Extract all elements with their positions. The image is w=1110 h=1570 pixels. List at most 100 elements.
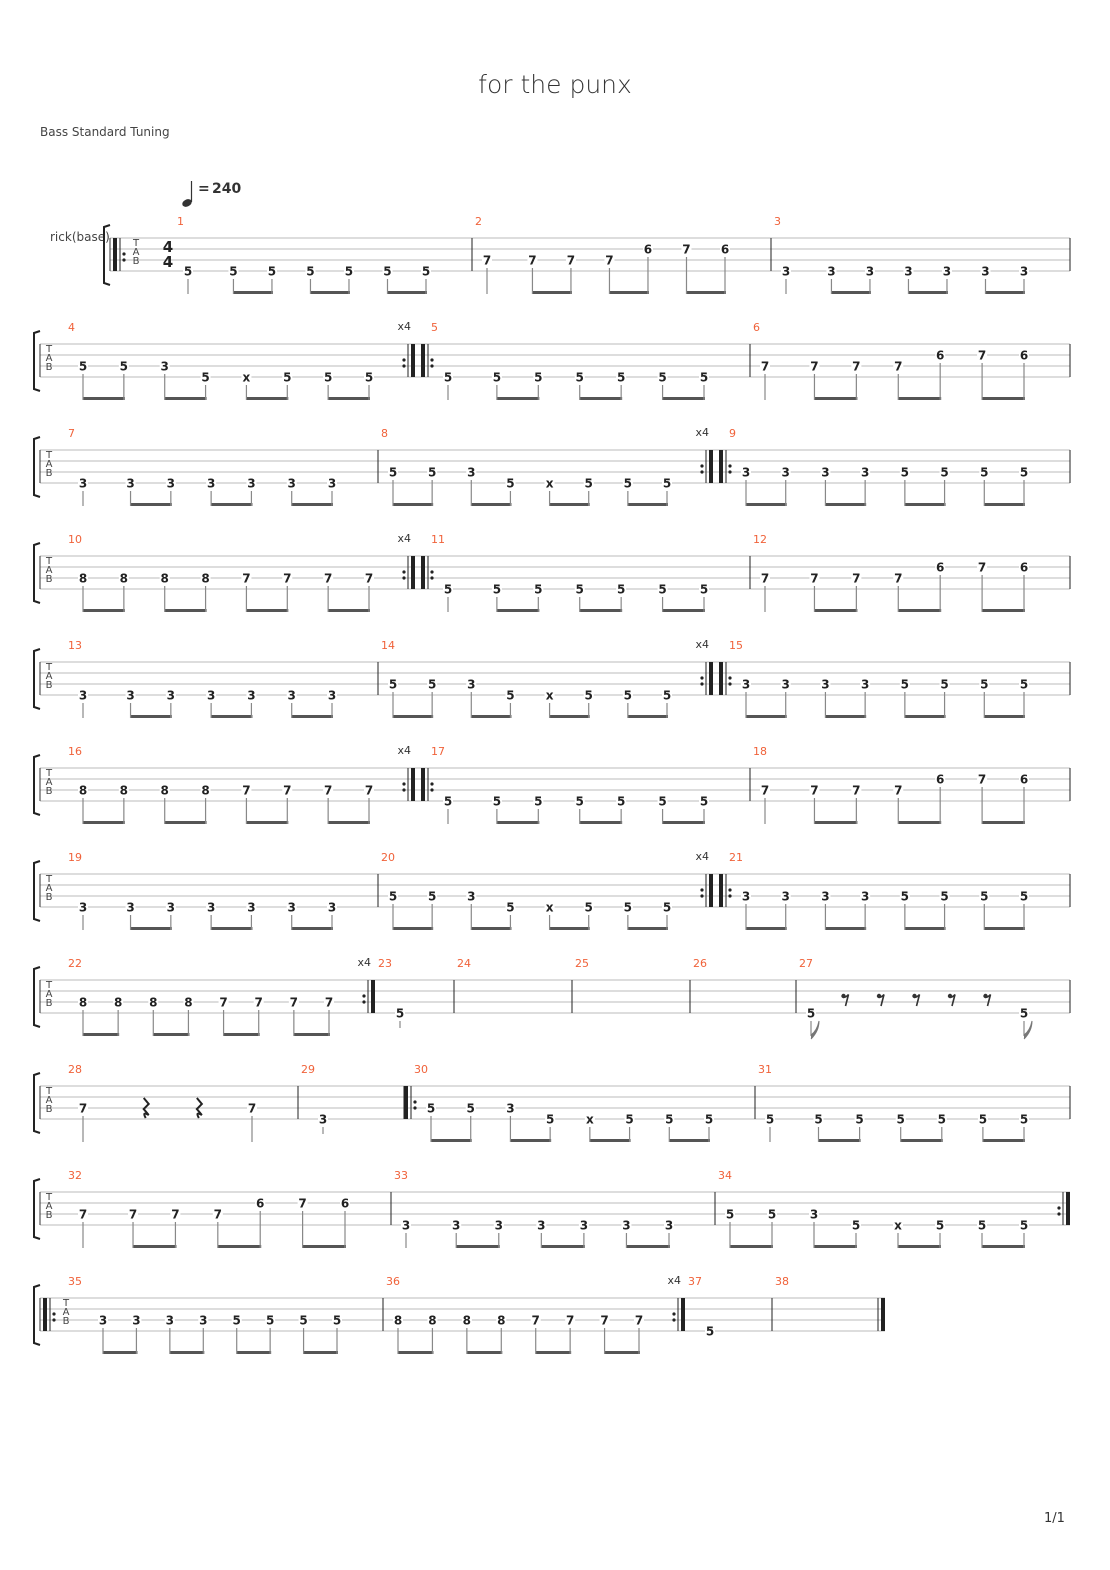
fret-number: 3 (126, 901, 134, 915)
fret-number: 5 (980, 466, 988, 480)
beam (814, 1245, 857, 1248)
beam (164, 821, 207, 824)
fret-number: 6 (721, 243, 729, 257)
fret-number: 5 (940, 466, 948, 480)
fret-mask (388, 890, 398, 901)
beam (541, 1245, 585, 1248)
repeat-start-thick-bar (113, 238, 117, 271)
fret-number: 3 (328, 689, 336, 703)
fret-mask (941, 265, 952, 276)
beam (686, 291, 726, 294)
measure-number: 35 (68, 1275, 82, 1288)
fret-mask (780, 466, 791, 477)
beam (985, 291, 1025, 294)
fret-number: 5 (814, 1113, 822, 1127)
fret-number: 5 (768, 1208, 776, 1222)
fret-number: 6 (936, 561, 944, 575)
fret-mask (851, 1219, 861, 1230)
fret-number: 5 (576, 795, 584, 809)
fret-number: 3 (79, 689, 87, 703)
fret-mask (286, 901, 297, 912)
fret-number: 3 (782, 890, 790, 904)
beam (904, 927, 946, 930)
fret-mask (246, 689, 257, 700)
fret-mask (78, 1208, 88, 1219)
beam (814, 821, 858, 824)
fret-mask (939, 466, 950, 477)
eighth-rest-icon (843, 993, 850, 1007)
beam (83, 397, 125, 400)
fret-number: 5 (427, 1102, 435, 1116)
repeat-dot (700, 464, 704, 468)
fret-mask (977, 349, 988, 360)
fret-number: 8 (149, 996, 157, 1010)
fret-mask (466, 890, 477, 901)
fret-mask (657, 371, 668, 382)
fret-mask (741, 678, 751, 689)
repeat-dot (728, 682, 732, 686)
fret-mask (860, 890, 871, 901)
beam (223, 1033, 260, 1036)
repeat-dot (1057, 1206, 1061, 1210)
fret-number: 3 (207, 689, 215, 703)
beam (609, 291, 649, 294)
fret-number: 5 (901, 678, 909, 692)
repeat-count: x4 (397, 320, 411, 333)
measure-number: 27 (799, 957, 813, 970)
beam (549, 715, 590, 718)
fret-mask (159, 572, 170, 583)
system-bracket (33, 860, 41, 922)
fret-number: 5 (428, 678, 436, 692)
fret-number: 6 (936, 349, 944, 363)
fret-number: 3 (981, 265, 989, 279)
fret-mask (200, 371, 211, 382)
fret-number: 3 (782, 466, 790, 480)
fret-mask (491, 583, 502, 594)
fret-mask (327, 689, 337, 700)
beam (627, 715, 668, 718)
fret-number: 8 (463, 1314, 471, 1328)
fret-number: 8 (79, 784, 87, 798)
beam (291, 715, 333, 718)
fret-mask (118, 572, 129, 583)
fret-mask (851, 360, 862, 371)
fret-number: 3 (402, 1219, 410, 1233)
fret-mask (1019, 1113, 1029, 1124)
beam (169, 1351, 205, 1354)
fret-number: 5 (585, 901, 593, 915)
tempo-marking: = 240 (182, 181, 241, 207)
fret-mask (401, 1219, 411, 1230)
fret-mask (899, 890, 910, 901)
fret-mask (977, 1219, 987, 1230)
time-signature-bottom: 4 (163, 253, 173, 271)
fret-mask (1019, 561, 1029, 572)
fret-number: 5 (184, 265, 192, 279)
fret-number: 3 (247, 477, 255, 491)
fret-number: 3 (199, 1314, 207, 1328)
fret-number: 5 (389, 890, 397, 904)
fret-mask (505, 689, 516, 700)
measure-number: 12 (753, 533, 767, 546)
tab-clef-letter: T (45, 662, 53, 673)
repeat-end-thick-bar (709, 662, 713, 695)
fret-number: 5 (663, 901, 671, 915)
fret-number: 3 (821, 466, 829, 480)
fret-mask (491, 371, 502, 382)
fret-mask (599, 1314, 610, 1325)
fret-number: 7 (283, 784, 291, 798)
fret-mask (241, 371, 252, 382)
fret-number: 3 (506, 1102, 514, 1116)
measure-38: 38 (775, 1275, 885, 1331)
fret-mask (200, 572, 211, 583)
fret-mask (899, 678, 910, 689)
measure-number: 31 (758, 1063, 772, 1076)
fret-mask (364, 371, 374, 382)
fret-number: 7 (635, 1314, 643, 1328)
fret-mask (505, 1102, 516, 1113)
